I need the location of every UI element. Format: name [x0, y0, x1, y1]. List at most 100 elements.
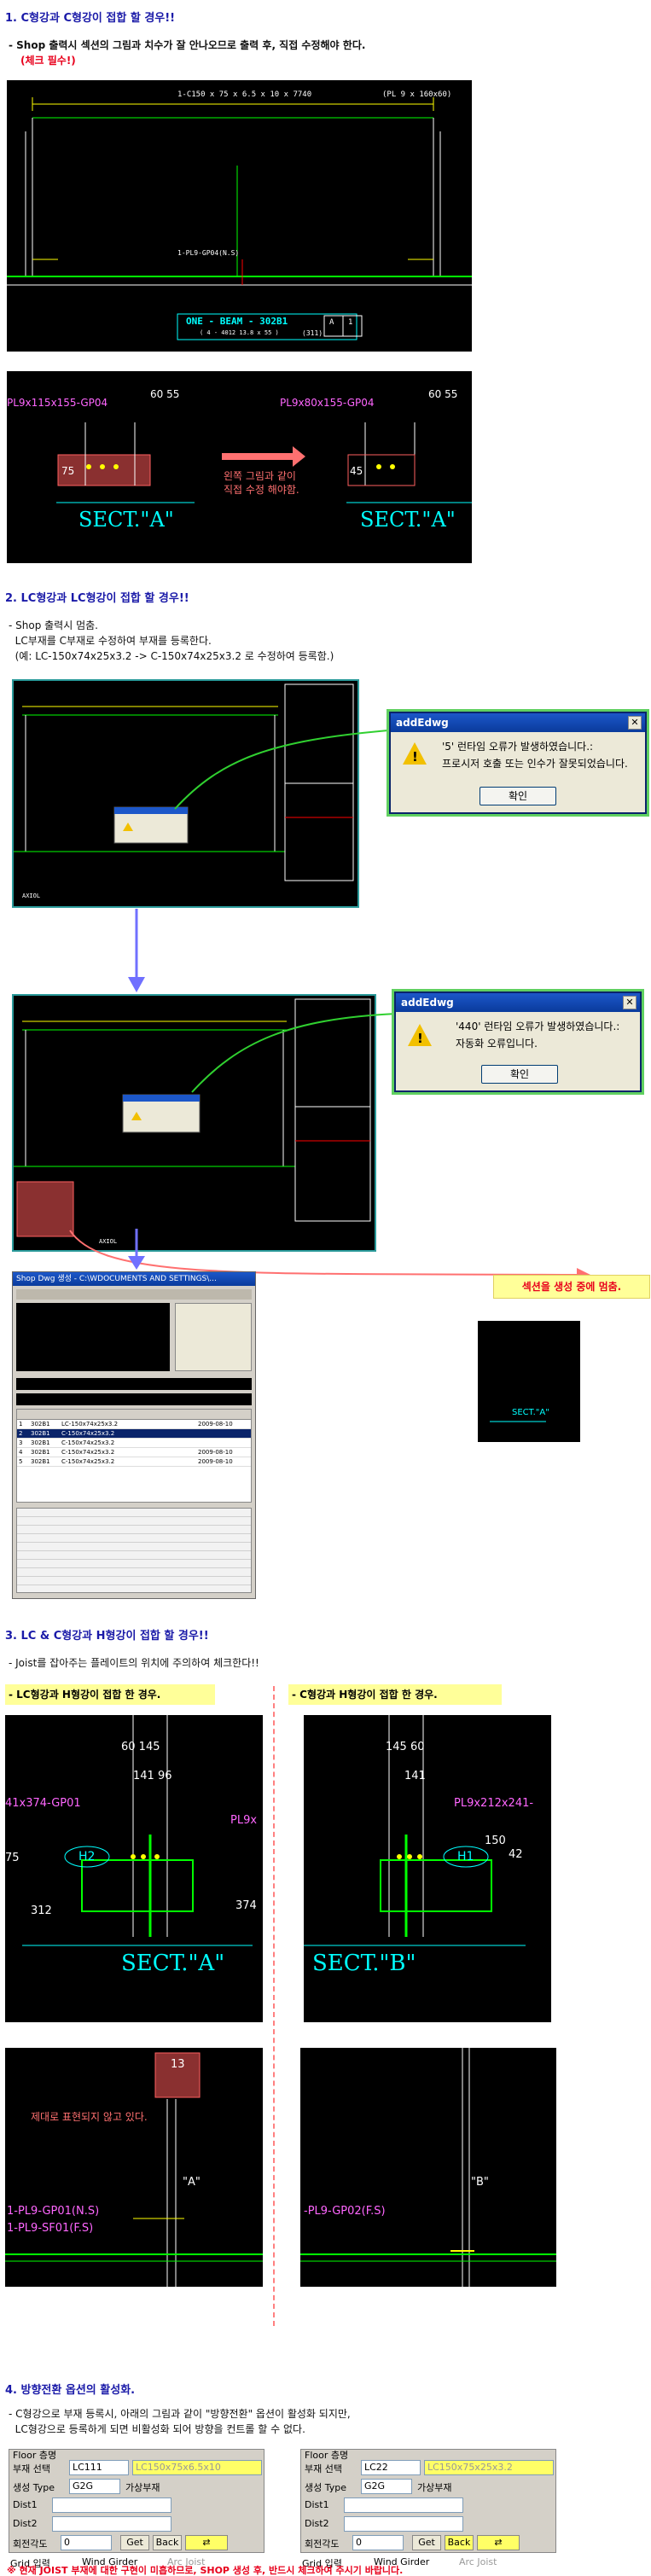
left-sect-dims-top: 60 145 [121, 1741, 160, 1753]
right-tag-label: (PL 9 x 160x60) [382, 90, 452, 99]
right-plan-panel: "B" -PL9-GP02(F.S) [300, 2048, 556, 2287]
beam-title: ONE - BEAM - 302B1 [186, 316, 288, 327]
member-spec-field[interactable]: LC150x75x25x3.2 [424, 2460, 554, 2475]
left-sect-dim-312: 312 [31, 1904, 52, 1917]
section-right-label: SECT."A" [360, 508, 456, 532]
table-cell: 302B1 [31, 1458, 50, 1465]
table-cell [154, 1429, 179, 1438]
shop-dwg-tab-bar[interactable] [16, 1289, 252, 1300]
error-dialog-1-title: addEdwg [396, 717, 449, 729]
right-plan-drawing [300, 2048, 556, 2287]
section2-title: 2. LC형강과 LC형강이 접합 할 경우!! [5, 592, 189, 605]
right-sect-dim-42: 42 [509, 1848, 523, 1861]
table-cell [154, 1439, 179, 1447]
back-button[interactable]: Back [153, 2535, 182, 2550]
left-plan-box-number: 13 [171, 2058, 185, 2071]
section2-desc-2: LC부재를 C부재로 수정하여 부재를 등록한다. [9, 635, 212, 647]
error-dialog-2-line1: '440' 런타임 오류가 발생하였습니다.: [456, 1021, 620, 1032]
type-select[interactable]: G2G [69, 2479, 120, 2494]
virtual-member-checkbox[interactable]: 가상부재 [125, 2482, 160, 2493]
virtual-member-checkbox[interactable]: 가상부재 [417, 2482, 452, 2493]
table-cell: 4 [19, 1449, 23, 1456]
table-cell [179, 1420, 196, 1428]
grid-input-label[interactable]: Grid 입력 [302, 2558, 342, 2569]
error-dialog-1-line1: '5' 런타임 오류가 발생하였습니다.: [442, 741, 594, 753]
table-cell: 2009-08-10 [198, 1421, 233, 1428]
right-sect-h-label: H1 [457, 1850, 474, 1864]
rotate-label: 회전각도 [305, 2538, 340, 2550]
arc-joist-checkbox[interactable]: Arc Joist [459, 2556, 497, 2567]
beam-number: (311) [302, 329, 323, 337]
error-dialog-2-titlebar: addEdwg ✕ [396, 993, 640, 1012]
left-plan-marker: "A" [183, 2176, 201, 2189]
member-select[interactable]: LC22 [361, 2460, 421, 2475]
dist1-input[interactable] [52, 2497, 171, 2513]
right-plan-line1: -PL9-GP02(F.S) [304, 2205, 386, 2218]
shop-dwg-grid[interactable] [16, 1508, 252, 1593]
right-section-drawing [304, 1715, 526, 1946]
ok-button[interactable]: 확인 [481, 1065, 558, 1084]
section2-desc-1: - Shop 출력시 멈춤. [9, 619, 98, 631]
right-sect-plate-right: PL9x212x241- [454, 1797, 534, 1810]
section-right-plate: PL9x80x155-GP04 [280, 397, 375, 409]
direction-toggle-button[interactable]: ⇄ [185, 2535, 228, 2550]
beam-drawing-panel: 1-C150 x 75 x 6.5 x 10 x 7740 (PL 9 x 16… [7, 80, 472, 352]
member-spec-field[interactable]: LC150x75x6.5x10 [132, 2460, 262, 2475]
dist1-label: Dist1 [305, 2499, 329, 2510]
member-select[interactable]: LC111 [69, 2460, 129, 2475]
direction-toggle-button[interactable]: ⇄ [477, 2535, 520, 2550]
wind-girder-checkbox[interactable]: Wind Girder [374, 2556, 430, 2567]
beam-box-a: A [329, 318, 334, 327]
left-sect-dims-mid: 141 96 [133, 1770, 172, 1782]
close-icon[interactable]: ✕ [623, 996, 636, 1009]
member-panel-c: Floor 층명 부재 선택 LC22 LC150x75x25x3.2 생성 T… [300, 2449, 556, 2553]
get-button[interactable]: Get [120, 2535, 149, 2550]
table-header [17, 1410, 251, 1420]
table-cell: C-150x74x25x3.2 [61, 1458, 115, 1465]
warning-mark: ! [417, 1031, 423, 1046]
right-case-heading: - C형강과 H형강이 접합 한 경우. [288, 1684, 502, 1705]
back-button[interactable]: Back [445, 2535, 474, 2550]
shop-dwg-strip [16, 1378, 252, 1390]
right-sect-dims-top: 145 60 [386, 1741, 425, 1753]
floor-label: Floor 층명 [13, 2450, 57, 2461]
wind-girder-checkbox[interactable]: Wind Girder [82, 2556, 138, 2567]
rotate-input[interactable]: 0 [352, 2535, 404, 2550]
shop-dwg-options[interactable] [175, 1303, 252, 1371]
error-dialog-2-line2: 자동화 오류입니다. [456, 1038, 538, 1050]
warning-icon [403, 742, 427, 765]
table-cell [179, 1457, 196, 1466]
member-panel-lc: Floor 층명 부재 선택 LC111 LC150x75x6.5x10 생성 … [9, 2449, 264, 2553]
error-dialog-2-title: addEdwg [401, 997, 454, 1009]
connector-line-1 [174, 730, 389, 810]
dist2-input[interactable] [344, 2516, 463, 2532]
section1-desc: - Shop 출력시 섹션의 그림과 치수가 잘 안나오므로 출력 후, 직접 … [9, 39, 366, 51]
arrow-note-line1: 왼쪽 그림과 같이 [224, 470, 296, 482]
stop-section-drawing [490, 1421, 546, 1422]
close-icon[interactable]: ✕ [628, 716, 642, 730]
warning-icon [408, 1024, 432, 1046]
dist1-input[interactable] [344, 2497, 463, 2513]
table-cell [179, 1429, 196, 1438]
type-select[interactable]: G2G [361, 2479, 412, 2494]
footer-note: ※ 현재 JOIST 부재에 대한 구현이 미흡하므로, SHOP 생성 후, … [7, 2565, 404, 2576]
left-case-heading: - LC형강과 H형강이 접합 한 경우. [5, 1684, 215, 1705]
arc-joist-checkbox[interactable]: Arc Joist [167, 2556, 206, 2567]
left-plan-panel: 13 제대로 표현되지 않고 있다. "A" 1-PL9-GP01(N.S) 1… [5, 2048, 263, 2287]
rotate-input[interactable]: 0 [61, 2535, 112, 2550]
table-cell: 302B1 [31, 1439, 50, 1446]
table-cell: 2009-08-10 [198, 1458, 233, 1465]
section-compare-drawing [56, 422, 472, 503]
get-button[interactable]: Get [412, 2535, 441, 2550]
grid-input-label[interactable]: Grid 입력 [10, 2558, 50, 2569]
stop-note: 섹션을 생성 중에 멈춤. [493, 1275, 650, 1299]
ok-button[interactable]: 확인 [480, 787, 556, 805]
table-cell: 3 [19, 1439, 23, 1446]
dist2-input[interactable] [52, 2516, 171, 2532]
